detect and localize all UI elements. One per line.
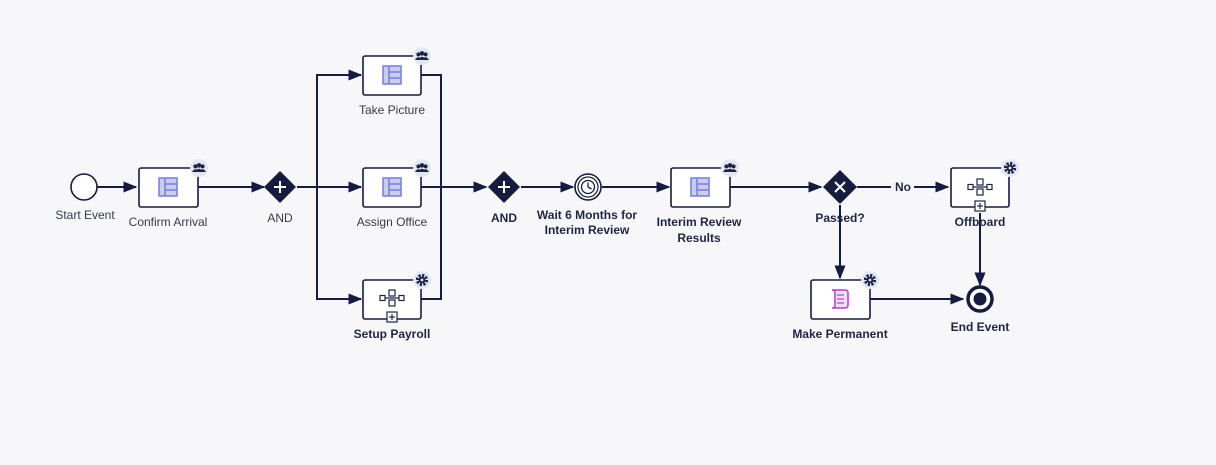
- edge-label-no: No: [895, 180, 911, 194]
- task-interim-review[interactable]: [670, 159, 739, 208]
- clock-icon: [580, 179, 596, 195]
- task-take-picture-label: Take Picture: [359, 103, 425, 117]
- task-confirm-arrival[interactable]: [138, 159, 208, 208]
- subprocess-setup-payroll-label: Setup Payroll: [354, 327, 431, 341]
- task-assign-office-label: Assign Office: [357, 215, 428, 229]
- start-event[interactable]: [70, 173, 98, 201]
- script-icon: [831, 289, 849, 309]
- task-interim-review-label-line2: Results: [677, 231, 721, 245]
- timer-event-label-line2: Interim Review: [545, 223, 630, 237]
- gear-icon: [411, 269, 433, 291]
- form-icon: [382, 177, 402, 197]
- subprocess-offboard-label: Offboard: [955, 215, 1006, 229]
- expand-marker-icon[interactable]: [974, 200, 986, 212]
- timer-event-wait[interactable]: [574, 173, 602, 201]
- expand-marker-icon[interactable]: [386, 311, 398, 323]
- gear-icon: [999, 157, 1021, 179]
- subprocess-offboard[interactable]: [950, 157, 1021, 212]
- user-group-icon: [413, 159, 431, 177]
- gateway-and-join-label: AND: [491, 211, 517, 225]
- task-confirm-arrival-label: Confirm Arrival: [129, 215, 208, 229]
- end-event[interactable]: [966, 285, 994, 313]
- task-make-permanent-label: Make Permanent: [792, 327, 887, 341]
- edge-and-split-to-setup-payroll[interactable]: [316, 187, 363, 305]
- task-assign-office[interactable]: [362, 159, 431, 208]
- end-event-label: End Event: [951, 320, 1010, 334]
- user-group-icon: [190, 159, 208, 177]
- gateway-passed-label: Passed?: [815, 211, 864, 225]
- form-icon: [690, 177, 710, 197]
- subprocess-setup-payroll[interactable]: [362, 269, 433, 323]
- gear-icon: [859, 269, 881, 291]
- gateway-passed[interactable]: [823, 170, 857, 204]
- timer-event-label-line1: Wait 6 Months for: [537, 208, 638, 222]
- gateway-and-split[interactable]: [264, 171, 296, 203]
- edge-setup-payroll-to-and-join[interactable]: [421, 187, 442, 300]
- edges: No: [97, 69, 986, 305]
- task-interim-review-label-line1: Interim Review: [657, 215, 742, 229]
- user-group-icon: [721, 159, 739, 177]
- form-icon: [158, 177, 178, 197]
- start-event-label: Start Event: [55, 208, 115, 222]
- edge-and-split-to-take-picture[interactable]: [297, 69, 363, 188]
- gateway-and-join[interactable]: [488, 171, 520, 203]
- user-group-icon: [413, 47, 431, 65]
- task-take-picture[interactable]: [362, 47, 431, 96]
- form-icon: [382, 65, 402, 85]
- edge-take-picture-to-and-join[interactable]: [421, 74, 488, 193]
- gateway-and-split-label: AND: [267, 211, 293, 225]
- task-make-permanent[interactable]: [810, 269, 881, 320]
